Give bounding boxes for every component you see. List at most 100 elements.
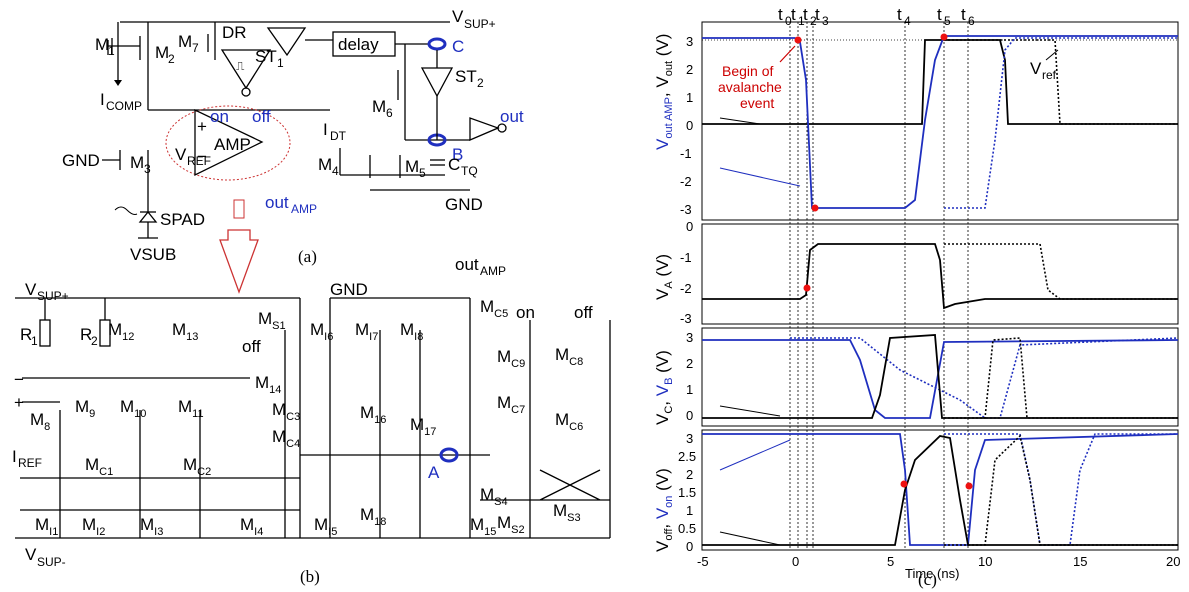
on-label-a: on xyxy=(210,107,229,126)
gnd-right-label: GND xyxy=(445,195,483,214)
transistor-label-18: M18 xyxy=(360,505,386,528)
marker-off xyxy=(965,482,973,490)
transistor-label-8: M8 xyxy=(30,410,50,433)
transistor-label-16: M16 xyxy=(360,403,386,426)
amp-plus: + xyxy=(197,117,207,136)
p2-ytick: 0 xyxy=(686,219,693,234)
vsub-label: VSUB xyxy=(130,245,176,264)
p4-ytick: 1 xyxy=(686,503,693,518)
t6-sub: 6 xyxy=(968,14,975,28)
vsup-plus-label: V xyxy=(452,7,464,26)
m3-label: M xyxy=(130,153,144,172)
out-amp-b: out xyxy=(455,255,479,274)
m1-sub: 1 xyxy=(108,44,115,58)
gnd-left-label: GND xyxy=(62,151,100,170)
vref-label: V xyxy=(175,145,187,164)
transistor-label-c3: MC3 xyxy=(272,400,300,423)
amp-minus: − xyxy=(197,147,207,166)
caption-b: (b) xyxy=(300,567,320,586)
plot2-frame xyxy=(701,223,1179,325)
p2-ytick: -2 xyxy=(680,281,692,296)
dr-label: DR xyxy=(222,23,247,42)
iref-sub: REF xyxy=(18,456,42,470)
p3-ytick: 0 xyxy=(686,408,693,423)
vout-amp-trace xyxy=(702,35,1178,209)
t2-sub: 2 xyxy=(810,14,817,28)
vb-trace-alt xyxy=(790,337,1179,419)
t5-sub: 5 xyxy=(944,14,951,28)
t2-label: t xyxy=(803,5,808,24)
icomp-sub: COMP xyxy=(106,99,142,113)
transistor-label-i2: MI2 xyxy=(82,515,105,538)
p4-ytick: 3 xyxy=(686,431,693,446)
t1-label: t xyxy=(791,5,796,24)
p3-ytick: 2 xyxy=(686,356,693,371)
plot2-yticks: 0 -1 -2 -3 xyxy=(680,219,693,326)
plot4-ylabel: Voff, Von (V) xyxy=(653,468,675,552)
st2-sub: 2 xyxy=(477,76,484,90)
transistor-label-15: M15 xyxy=(470,515,496,538)
transistor-label-c8: MC8 xyxy=(555,345,583,368)
plot4-yticks: 3 2.5 2 1.5 1 0.5 0 xyxy=(678,431,696,554)
xtick: 20 xyxy=(1166,554,1180,569)
icomp-label: I xyxy=(100,90,105,109)
delay-label: delay xyxy=(338,35,379,54)
st2-label: ST xyxy=(455,67,477,86)
plot2-ylabel: VA (V) xyxy=(653,254,675,300)
transistor-label-c1: MC1 xyxy=(85,455,113,478)
m6-label: M xyxy=(372,97,386,116)
vsup-plus-b-sub: SUP+ xyxy=(37,289,69,303)
transistor-label-i3: MI3 xyxy=(140,515,163,538)
va-trace-alt xyxy=(944,243,1178,300)
vout-amp-trace-alt xyxy=(944,37,1178,209)
transistor-label-i4: MI4 xyxy=(240,515,263,538)
t3-label: t xyxy=(815,5,820,24)
minus-in-b: − xyxy=(14,370,24,389)
transistor-label-i1: MI1 xyxy=(35,515,58,538)
off-label-a: off xyxy=(252,107,271,126)
transistor-label-9: M9 xyxy=(75,397,95,420)
off-inner-b: off xyxy=(242,337,261,356)
transistor-label-c7: MC7 xyxy=(497,393,525,416)
transistor-label-10: M10 xyxy=(120,397,146,420)
on-b: on xyxy=(516,303,535,322)
off-b: off xyxy=(574,303,593,322)
m7-label: M xyxy=(178,32,192,51)
vc-trace xyxy=(702,334,1178,419)
p4-ytick: 2 xyxy=(686,467,693,482)
r1-label: R xyxy=(20,325,32,344)
t6-label: t xyxy=(961,5,966,24)
r1-sub: 1 xyxy=(31,334,38,348)
annotation-line3: event xyxy=(740,95,774,111)
transistor-label-12: M12 xyxy=(108,320,134,343)
spad-label: SPAD xyxy=(160,210,205,229)
transistor-label-c6: MC6 xyxy=(555,410,583,433)
p4-ytick: 0.5 xyxy=(678,521,696,536)
vout-trace-alt xyxy=(944,39,1178,125)
out-amp-sub-a: AMP xyxy=(291,202,317,216)
transistor-label-14: M14 xyxy=(255,373,281,396)
t1-sub: 1 xyxy=(798,14,805,28)
annotation-line1: Begin of xyxy=(722,63,773,79)
m5-sub: 5 xyxy=(419,166,426,180)
r2-sub: 2 xyxy=(91,334,98,348)
xtick: 5 xyxy=(887,554,894,569)
transistor-label-s2: MS2 xyxy=(497,513,525,536)
transistor-label-s3: MS3 xyxy=(553,501,581,524)
node-a-label: A xyxy=(428,463,440,482)
p1-ytick: 1 xyxy=(686,90,693,105)
vref-sub-c: ref xyxy=(1042,68,1057,82)
node-c-label: C xyxy=(452,37,464,56)
panel-c-waveforms: t 0 t 1 t 2 t 3 t 4 t 5 t 6 V ref Begin … xyxy=(653,5,1180,589)
marker-avalanche xyxy=(794,36,802,44)
transistor-label-c5: MC5 xyxy=(480,297,508,320)
transistor-label-c9: MC9 xyxy=(497,347,525,370)
schmitt-symbol-1: ⎍ xyxy=(236,59,245,73)
vb-trace xyxy=(702,339,1179,419)
plus-in-b: + xyxy=(14,393,24,412)
p4-ytick: 2.5 xyxy=(678,449,696,464)
p3-ytick: 3 xyxy=(686,330,693,345)
m1-label: M xyxy=(95,35,109,54)
